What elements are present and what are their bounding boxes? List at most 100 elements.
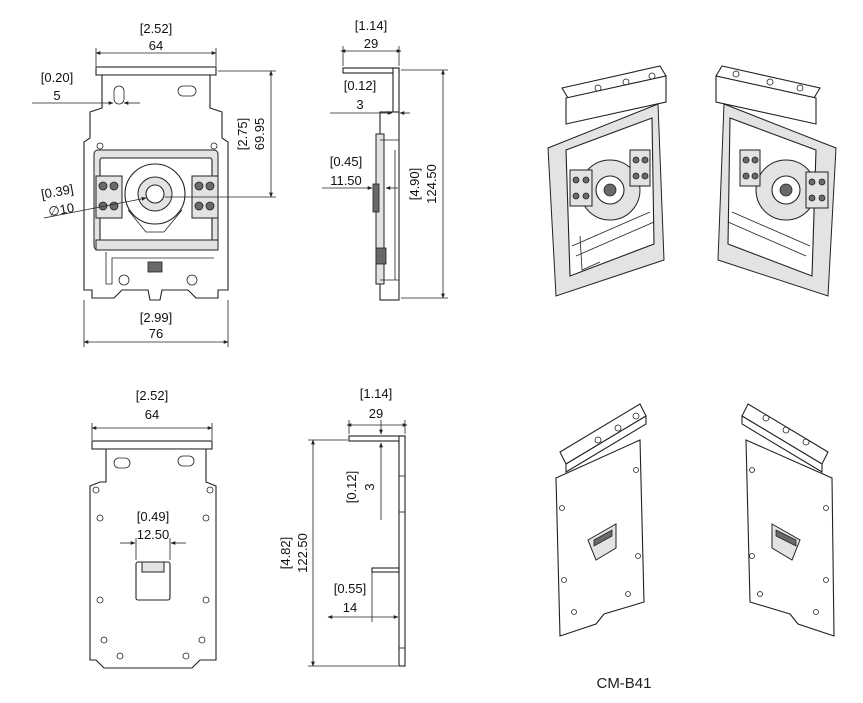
dim-inch: 0.45 (333, 154, 358, 169)
svg-text:[4.90]: [4.90] (407, 168, 422, 201)
dim-inch: 2.52 (143, 21, 168, 36)
dim-mm: 5 (53, 88, 60, 103)
bracket-open: [ (334, 581, 338, 596)
dim-bottom-side-depth: [1.14] 29 (346, 386, 408, 434)
top-side-view (342, 67, 400, 301)
dim-inch: 2.99 (143, 310, 168, 325)
bracket-close: ] (373, 78, 377, 93)
dim-inch: 0.12 (347, 78, 372, 93)
dim-inch: 0.55 (337, 581, 362, 596)
bracket-close: ] (363, 581, 367, 596)
dim-mm: 29 (369, 406, 383, 421)
svg-text:[0.45]: [0.45] (330, 154, 363, 169)
dim-top-side-depth: [1.14] 29 (340, 18, 402, 66)
dim-mm: 122.50 (295, 533, 310, 573)
bracket-close: ] (389, 386, 393, 401)
dim-mm: 11.50 (330, 173, 362, 188)
bracket-close: ] (70, 70, 74, 85)
svg-text:[2.99]: [2.99] (140, 310, 173, 325)
dim-mm: 64 (149, 38, 163, 53)
dim-mm: 64 (145, 407, 159, 422)
bracket-close: ] (169, 310, 173, 325)
dim-top-side-height: [4.90] 124.50 (401, 69, 448, 299)
dim-top-front-slot-height: [2.75] 69.95 (165, 70, 276, 198)
svg-text:[0.12]: [0.12] (344, 471, 359, 504)
svg-text:[0.55]: [0.55] (334, 581, 367, 596)
dim-bottom-side-flange: [0.12] 3 (344, 420, 383, 520)
bracket-close: ] (278, 537, 293, 541)
dim-inch: 2.52 (139, 388, 164, 403)
bracket-close: ] (235, 118, 250, 122)
dim-mm: 69.95 (252, 118, 267, 151)
bracket-close: ] (165, 388, 169, 403)
dim-mm: 76 (149, 326, 163, 341)
svg-text:[2.75]: [2.75] (235, 118, 250, 151)
svg-text:[2.52]: [2.52] (140, 21, 173, 36)
dim-mm: 124.50 (424, 164, 439, 204)
top-front-view (83, 66, 229, 301)
bracket-open: [ (360, 386, 364, 401)
dim-mm: 3 (362, 483, 377, 490)
bottom-front-view (89, 440, 217, 669)
iso-view-assembled-right (715, 65, 837, 297)
bracket-open: [ (140, 310, 144, 325)
bracket-open: [ (140, 21, 144, 36)
dim-inch: 4.82 (278, 540, 293, 565)
bracket-open: [ (407, 196, 422, 200)
bracket-open: [ (137, 509, 141, 524)
iso-view-assembled-left (547, 65, 667, 297)
svg-text:[2.52]: [2.52] (136, 388, 169, 403)
dim-bottom-side-height: [4.82] 122.50 (278, 439, 398, 667)
bracket-open: [ (40, 186, 47, 201)
iso-view-bracket-right (741, 403, 835, 637)
bracket-close: ] (344, 471, 359, 475)
svg-text:[0.49]: [0.49] (137, 509, 170, 524)
dim-inch: 4.90 (407, 171, 422, 196)
bracket-close: ] (169, 21, 173, 36)
dim-mm: 29 (364, 36, 378, 51)
dim-mm: 10 (58, 200, 75, 217)
bracket-open: [ (344, 499, 359, 503)
svg-text:[1.14]: [1.14] (360, 386, 393, 401)
dim-mm: 14 (343, 600, 357, 615)
dim-inch: 2.75 (235, 121, 250, 146)
bottom-side-view (348, 435, 406, 667)
dim-top-front-slot-offset: [0.20] 5 (32, 70, 140, 105)
dim-inch: 1.14 (363, 386, 388, 401)
bracket-open: [ (235, 146, 250, 150)
svg-text:[4.82]: [4.82] (278, 537, 293, 570)
bracket-open: [ (41, 70, 45, 85)
bracket-close: ] (407, 168, 422, 172)
dim-inch: 0.39 (43, 182, 71, 201)
dim-top-side-flange: [0.12] 3 (330, 78, 410, 115)
dim-bottom-front-width-top: [2.52] 64 (91, 388, 213, 440)
model-label: CM-B41 (596, 675, 651, 692)
bracket-open: [ (344, 78, 348, 93)
dim-inch: 0.12 (344, 474, 359, 499)
svg-text:∅10: ∅10 (47, 200, 75, 219)
dim-top-front-width-top: [2.52] 64 (95, 21, 217, 66)
bracket-close: ] (166, 509, 170, 524)
dim-bottom-side-tab: [0.55] 14 (327, 572, 399, 622)
bracket-close: ] (359, 154, 363, 169)
svg-text:[0.20]: [0.20] (41, 70, 74, 85)
iso-view-bracket-left (555, 403, 647, 637)
dim-mm: 3 (356, 97, 363, 112)
bracket-open: [ (330, 154, 334, 169)
dim-top-front-shaft-dia: [0.39] ∅10 (40, 181, 147, 219)
bracket-close: ] (384, 18, 388, 33)
bracket-open: [ (136, 388, 140, 403)
bracket-close: ] (68, 181, 74, 196)
bracket-open: [ (278, 565, 293, 569)
svg-text:[1.14]: [1.14] (355, 18, 388, 33)
bracket-open: [ (355, 18, 359, 33)
svg-text:[0.12]: [0.12] (344, 78, 377, 93)
dim-top-front-width-bottom: [2.99] 76 (83, 300, 229, 347)
dim-mm: 12.50 (137, 527, 170, 542)
dim-inch: 1.14 (358, 18, 383, 33)
diameter-symbol: ∅ (47, 202, 61, 219)
dim-inch: 0.49 (140, 509, 165, 524)
dim-inch: 0.20 (44, 70, 69, 85)
dim-top-side-offset: [0.45] 11.50 (322, 154, 398, 190)
